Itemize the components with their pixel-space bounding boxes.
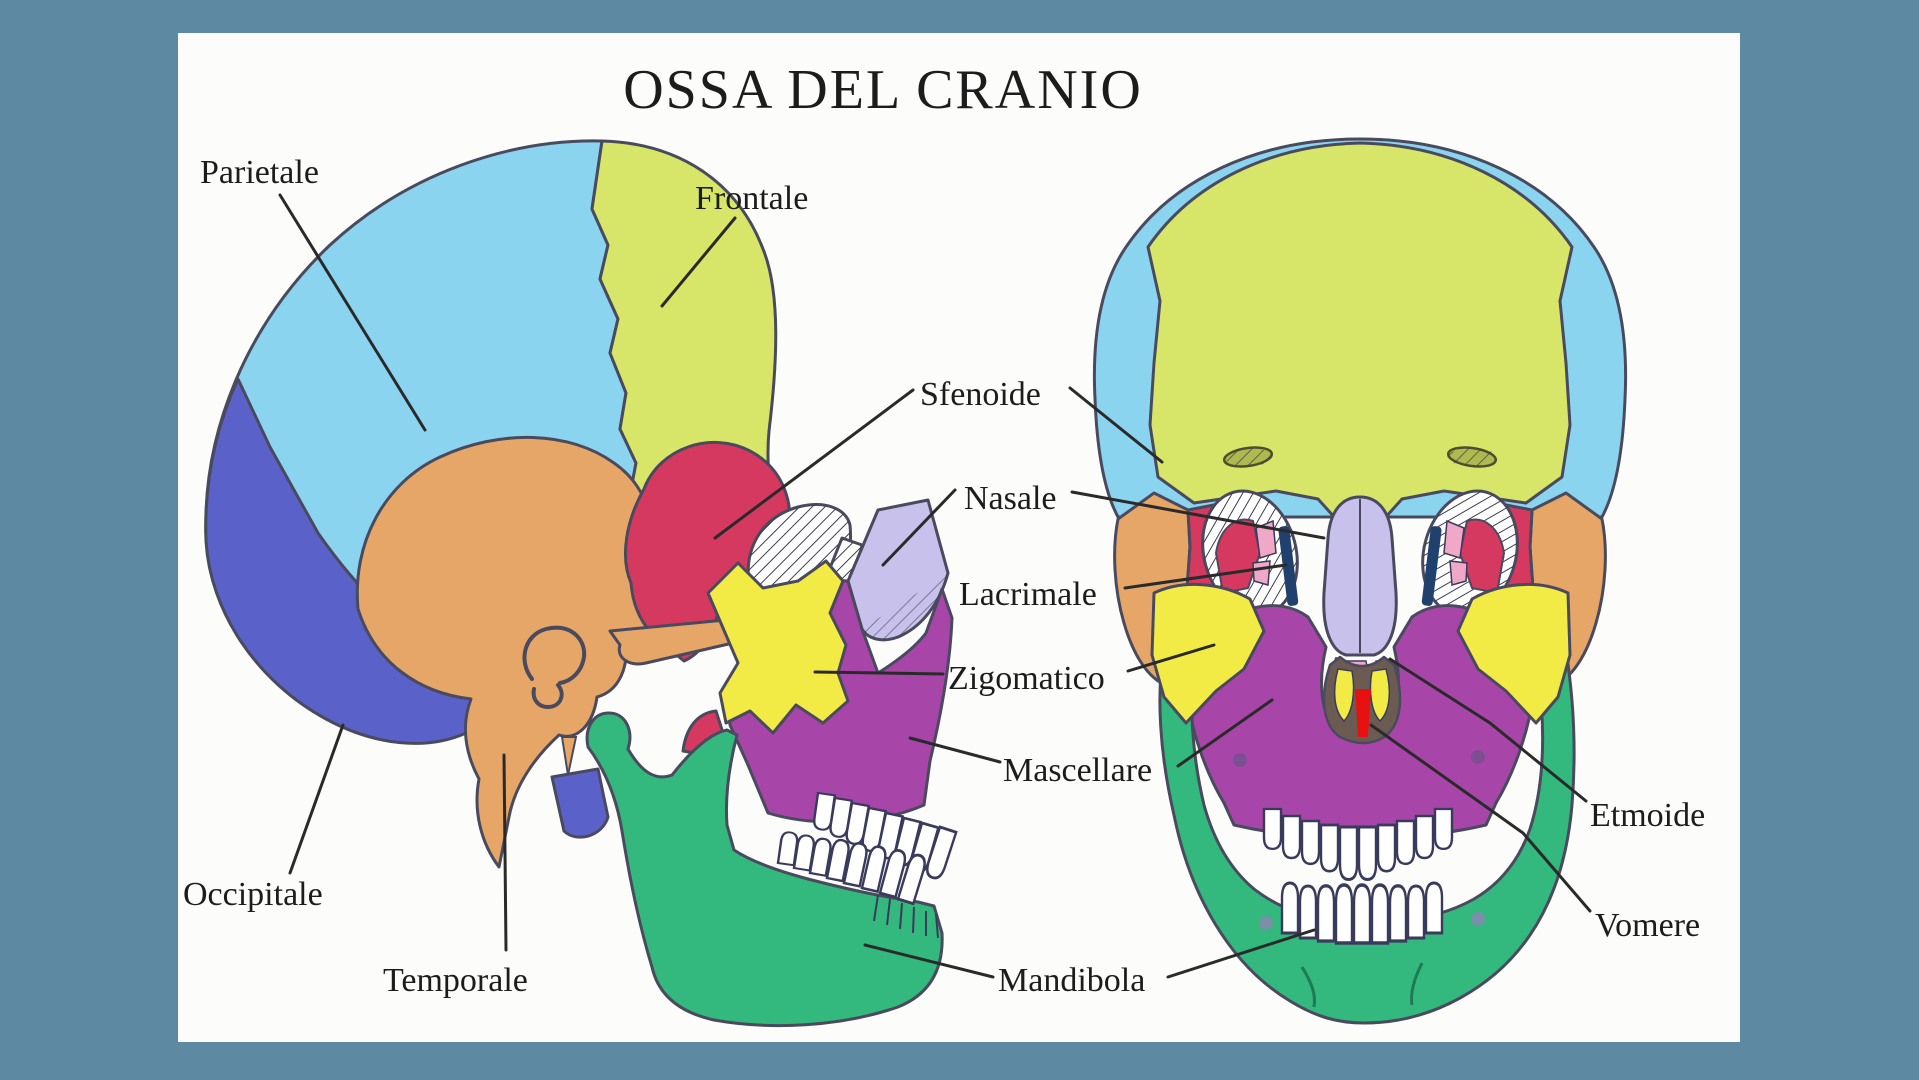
zygomatic-bone-lateral [706,559,850,735]
leader-line-frontale [660,216,737,308]
label-etmoide: Etmoide [1590,797,1705,834]
infraorbital-foramen-right [1471,750,1485,764]
skull-diagram: OSSA DEL CRANIO Parietale Frontale Sfeno… [183,59,1705,1028]
ear-canal-icon [522,625,587,710]
leader-line-mandibola-right [1166,928,1316,979]
label-lacrimale: Lacrimale [959,576,1097,613]
leader-line-mascellare-left [908,736,1002,764]
leader-line-lacrimale [1123,563,1288,590]
mandible-bone-lateral [585,711,944,1028]
mandible-details [1259,912,1485,1008]
infraorbital-foramen-left [1233,753,1247,767]
label-temporale: Temporale [383,962,528,999]
vomer-bone [1355,689,1371,737]
label-zigomatico: Zigomatico [948,660,1105,697]
leader-line-temporale [502,753,508,952]
leader-line-zigomatico-left [813,670,945,676]
tooth-root-hatch-lateral [873,894,939,939]
leader-line-mandibola-left [863,943,995,979]
label-mascellare: Mascellare [1003,752,1152,789]
leader-line-occipitale [288,723,345,875]
zygomatic-bone-frontal-right [1456,583,1572,725]
leader-line-parietale [278,193,427,432]
orbit-right [1421,489,1519,617]
leader-line-zigomatico-right [1126,643,1216,673]
label-parietale: Parietale [200,154,319,191]
zygomatic-bone-frontal-left [1150,583,1266,725]
occipital-patch-under-ear [550,767,610,839]
temporal-bone-lateral [355,436,671,869]
label-frontale: Frontale [695,180,808,217]
mandible-bone-frontal [1158,649,1576,1025]
leader-lines [278,193,1592,979]
label-sfenoide: Sfenoide [920,376,1041,413]
diagram-title: OSSA DEL CRANIO [623,59,1143,121]
label-occipitale: Occipitale [183,876,323,913]
supraorbital-marks [1222,446,1498,468]
lateral-skull [204,139,958,1028]
leader-line-nasale-right [1070,490,1326,540]
nasal-aperture [1322,655,1402,745]
leader-line-nasale-left [881,488,957,567]
orbit-left [1201,489,1299,617]
leader-line-sfenoide-right [1068,386,1164,464]
leader-line-etmoide [1388,657,1588,803]
styloid-process-lateral [560,736,578,776]
label-vomere: Vomere [1595,907,1700,944]
leader-line-vomere [1369,723,1592,913]
frontal-bone-frontal [1146,141,1574,521]
leader-line-sfenoide-left [713,388,915,540]
label-nasale: Nasale [964,480,1057,517]
diagram-panel: OSSA DEL CRANIO Parietale Frontale Sfeno… [178,33,1740,1042]
frontal-skull [1092,137,1628,1025]
nasal-bone-lateral [846,498,950,642]
label-mandibola: Mandibola [998,962,1145,999]
leader-line-mascellare-right [1176,698,1274,768]
